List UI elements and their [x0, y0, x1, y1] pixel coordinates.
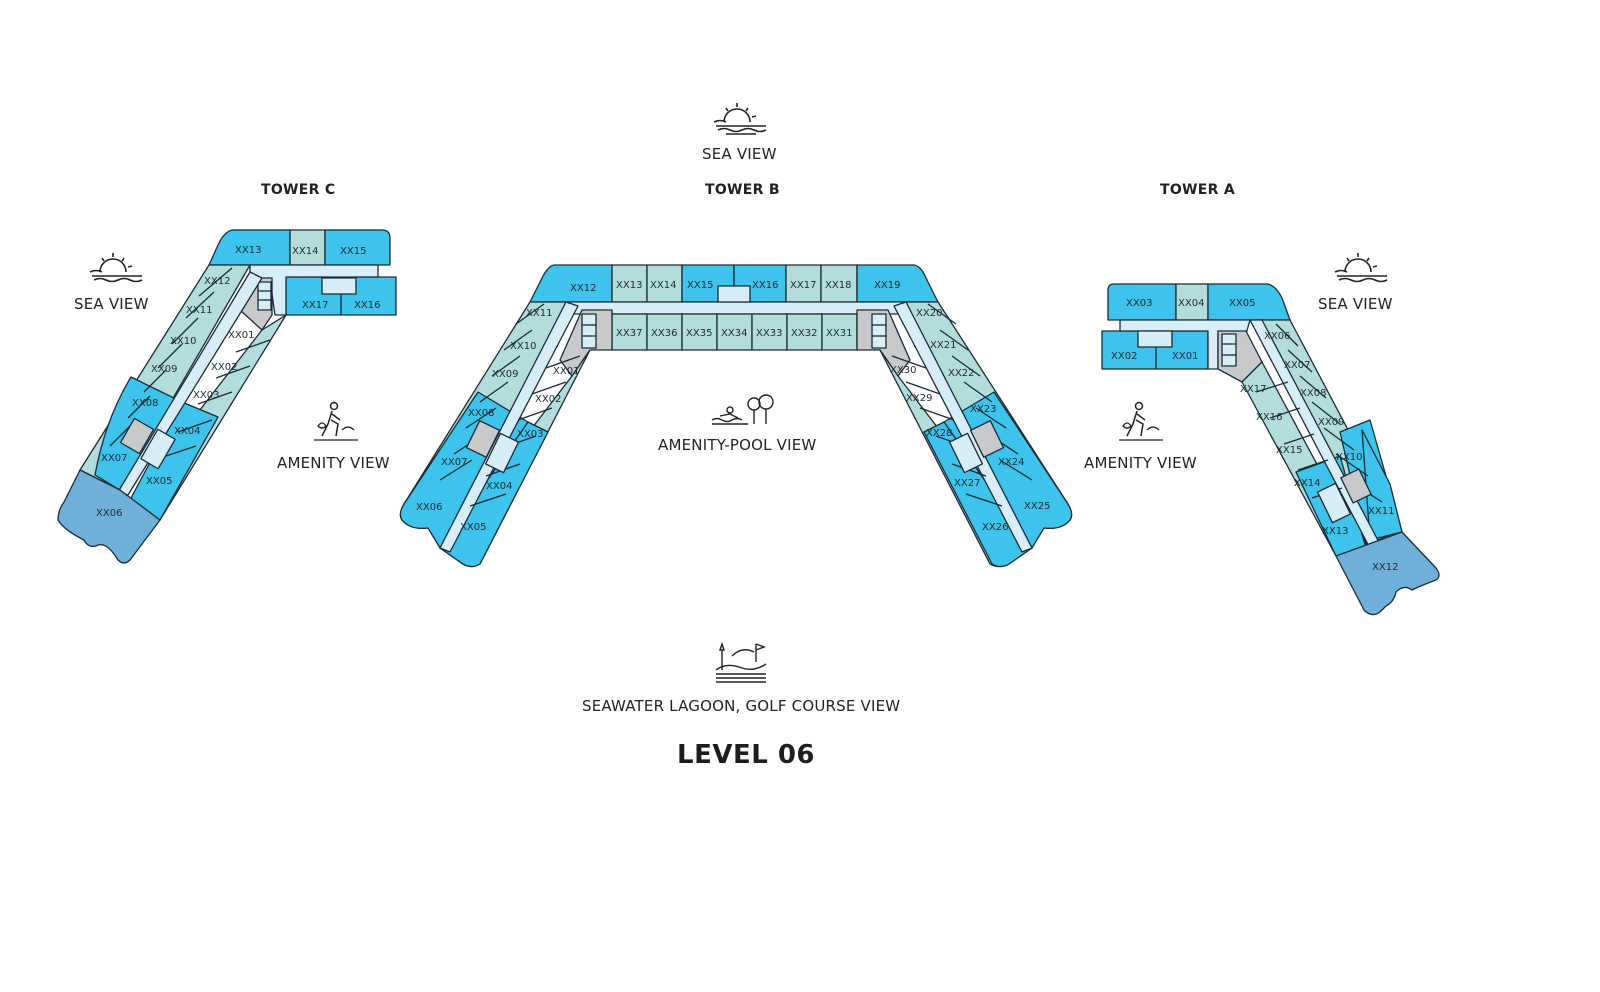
unit-label: XX09 — [492, 369, 518, 380]
unit-label: XX12 — [1372, 562, 1398, 573]
amenity-view-left-label: AMENITY VIEW — [277, 454, 390, 472]
unit-label: XX13 — [616, 280, 642, 291]
unit-label: XX12 — [204, 276, 230, 287]
unit-label: XX22 — [948, 368, 974, 379]
unit-label: XX19 — [874, 280, 900, 291]
unit-label: XX16 — [752, 280, 778, 291]
unit-label: XX02 — [211, 362, 237, 373]
unit-label: XX04 — [486, 481, 512, 492]
tower-a-title: TOWER A — [1160, 182, 1236, 198]
amenity-view-right-label: AMENITY VIEW — [1084, 454, 1197, 472]
unit-label: XX31 — [826, 328, 852, 339]
unit-label: XX18 — [825, 280, 851, 291]
unit-label: XX23 — [970, 404, 996, 415]
sea-view-right-label: SEA VIEW — [1318, 295, 1393, 313]
unit-label: XX15 — [340, 246, 366, 257]
lagoon-golf-view-label: SEAWATER LAGOON, GOLF COURSE VIEW — [582, 697, 901, 715]
unit-label: XX11 — [1368, 506, 1394, 517]
unit-label: XX08 — [1300, 388, 1326, 399]
tower-b-title: TOWER B — [705, 182, 780, 198]
unit-label: XX17 — [302, 300, 328, 311]
unit-label: XX01 — [1172, 351, 1198, 362]
unit-label: XX21 — [930, 340, 956, 351]
unit-label: XX06 — [1264, 331, 1290, 342]
unit-label: XX15 — [1276, 445, 1302, 456]
unit-label: XX16 — [354, 300, 380, 311]
unit-label: XX02 — [535, 394, 561, 405]
unit-label: XX20 — [916, 308, 942, 319]
unit-label: XX09 — [1318, 417, 1344, 428]
unit-label: XX07 — [441, 457, 467, 468]
unit-label: XX10 — [510, 341, 536, 352]
unit-label: XX16 — [1256, 412, 1282, 423]
unit-label: XX30 — [890, 365, 916, 376]
unit-label: XX14 — [1294, 478, 1320, 489]
tower-c-title: TOWER C — [261, 182, 336, 198]
unit-label: XX11 — [186, 305, 212, 316]
sunset-sea-icon — [89, 253, 143, 283]
unit-label: XX27 — [954, 478, 980, 489]
unit-label: XX34 — [721, 328, 747, 339]
sunset-sea-icon — [1334, 253, 1388, 283]
unit-label: XX32 — [791, 328, 817, 339]
pool-trees-icon — [711, 394, 774, 425]
unit-label: XX06 — [416, 502, 442, 513]
sunset-sea-icon — [713, 103, 767, 135]
unit-label: XX33 — [756, 328, 782, 339]
unit-label: XX05 — [146, 476, 172, 487]
unit-label: XX37 — [616, 328, 642, 339]
unit-label: XX35 — [686, 328, 712, 339]
unit-label: XX15 — [687, 280, 713, 291]
unit-label: XX04 — [174, 426, 200, 437]
unit-label: XX14 — [650, 280, 676, 291]
unit-label: XX29 — [906, 393, 932, 404]
unit-label: XX17 — [790, 280, 816, 291]
golf-lagoon-icon — [715, 641, 767, 683]
unit-label: XX11 — [526, 308, 552, 319]
sea-view-top-label: SEA VIEW — [702, 145, 777, 163]
unit-label: XX12 — [570, 283, 596, 294]
unit-label: XX07 — [1284, 360, 1310, 371]
unit-label: XX26 — [982, 522, 1008, 533]
unit-label: XX24 — [998, 457, 1024, 468]
unit-label: XX13 — [1322, 526, 1348, 537]
walker-icon — [314, 401, 358, 441]
unit-label: XX09 — [151, 364, 177, 375]
unit-label: XX07 — [101, 453, 127, 464]
unit-label: XX08 — [132, 398, 158, 409]
unit-label: XX03 — [517, 429, 543, 440]
unit-label: XX06 — [96, 508, 122, 519]
unit-label: XX08 — [468, 408, 494, 419]
walker-icon — [1119, 401, 1163, 441]
unit-label: XX05 — [460, 522, 486, 533]
unit-label: XX03 — [1126, 298, 1152, 309]
unit-label: XX01 — [228, 330, 254, 341]
unit-label: XX36 — [651, 328, 677, 339]
unit-label: XX17 — [1240, 384, 1266, 395]
unit-label: XX05 — [1229, 298, 1255, 309]
unit-label: XX03 — [193, 390, 219, 401]
unit-label: XX04 — [1178, 298, 1204, 309]
unit-label: XX10 — [170, 336, 196, 347]
unit-label: XX02 — [1111, 351, 1137, 362]
unit-label: XX01 — [553, 366, 579, 377]
unit-label: XX14 — [292, 246, 318, 257]
level-title: LEVEL 06 — [677, 740, 816, 770]
amenity-pool-view-label: AMENITY-POOL VIEW — [658, 436, 817, 454]
unit-label: XX13 — [235, 245, 261, 256]
sea-view-left-label: SEA VIEW — [74, 295, 149, 313]
unit-label: XX25 — [1024, 501, 1050, 512]
unit-label: XX28 — [926, 428, 952, 439]
unit-label: XX10 — [1336, 452, 1362, 463]
